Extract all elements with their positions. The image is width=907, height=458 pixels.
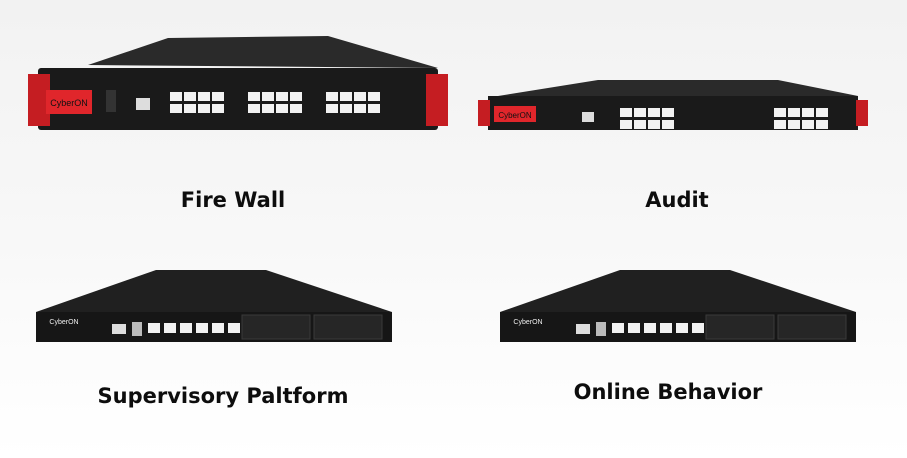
ethernet-port bbox=[634, 108, 646, 117]
ethernet-port bbox=[248, 92, 260, 101]
ethernet-port bbox=[290, 92, 302, 101]
ethernet-port bbox=[648, 108, 660, 117]
svg-text:CyberON: CyberON bbox=[498, 111, 532, 120]
ethernet-port bbox=[164, 323, 176, 333]
ethernet-port bbox=[228, 323, 240, 333]
ethernet-port bbox=[788, 120, 800, 129]
ethernet-port bbox=[660, 323, 672, 333]
ethernet-port bbox=[326, 104, 338, 113]
ethernet-port bbox=[196, 323, 208, 333]
svg-text:CyberON: CyberON bbox=[49, 319, 78, 326]
ethernet-port bbox=[648, 120, 660, 129]
ethernet-port bbox=[788, 108, 800, 117]
ethernet-port bbox=[676, 323, 688, 333]
ethernet-port bbox=[198, 92, 210, 101]
ethernet-port bbox=[802, 120, 814, 129]
ethernet-port bbox=[340, 104, 352, 113]
ethernet-port bbox=[612, 323, 624, 333]
ethernet-port bbox=[620, 120, 632, 129]
ethernet-port bbox=[170, 104, 182, 113]
ethernet-port bbox=[290, 104, 302, 113]
firewall-device-image: CyberON bbox=[28, 36, 448, 130]
caption-online-behavior: Online Behavior bbox=[573, 380, 763, 404]
ethernet-port bbox=[184, 104, 196, 113]
ethernet-port bbox=[662, 108, 674, 117]
ethernet-port bbox=[774, 120, 786, 129]
online-behavior-device-image: CyberON bbox=[500, 270, 856, 342]
ethernet-port bbox=[620, 108, 632, 117]
ethernet-port bbox=[628, 323, 640, 333]
ethernet-port bbox=[368, 92, 380, 101]
ethernet-port bbox=[368, 104, 380, 113]
ethernet-port bbox=[148, 323, 160, 333]
caption-audit: Audit bbox=[645, 188, 709, 212]
svg-text:CyberON: CyberON bbox=[513, 319, 542, 326]
ethernet-port bbox=[276, 104, 288, 113]
ethernet-port bbox=[180, 323, 192, 333]
ethernet-port bbox=[170, 92, 182, 101]
ethernet-port bbox=[802, 108, 814, 117]
ethernet-port bbox=[662, 120, 674, 129]
ethernet-port bbox=[816, 108, 828, 117]
ethernet-port bbox=[354, 92, 366, 101]
ethernet-port bbox=[774, 108, 786, 117]
ethernet-port bbox=[644, 323, 656, 333]
svg-text:CyberON: CyberON bbox=[50, 98, 88, 108]
ethernet-port bbox=[634, 120, 646, 129]
ethernet-port bbox=[276, 92, 288, 101]
supervisory-device-image: CyberON bbox=[36, 270, 392, 342]
ethernet-port bbox=[184, 92, 196, 101]
ethernet-port bbox=[212, 92, 224, 101]
ethernet-port bbox=[212, 323, 224, 333]
audit-device-image: CyberON bbox=[478, 80, 868, 130]
ethernet-port bbox=[692, 323, 704, 333]
ethernet-port bbox=[198, 104, 210, 113]
ethernet-port bbox=[262, 92, 274, 101]
caption-supervisory-platform: Supervisory Paltform bbox=[97, 384, 349, 408]
ethernet-port bbox=[212, 104, 224, 113]
ethernet-port bbox=[262, 104, 274, 113]
ethernet-port bbox=[816, 120, 828, 129]
ethernet-port bbox=[248, 104, 260, 113]
ethernet-port bbox=[326, 92, 338, 101]
ethernet-port bbox=[354, 104, 366, 113]
caption-firewall: Fire Wall bbox=[180, 188, 286, 212]
ethernet-port bbox=[340, 92, 352, 101]
